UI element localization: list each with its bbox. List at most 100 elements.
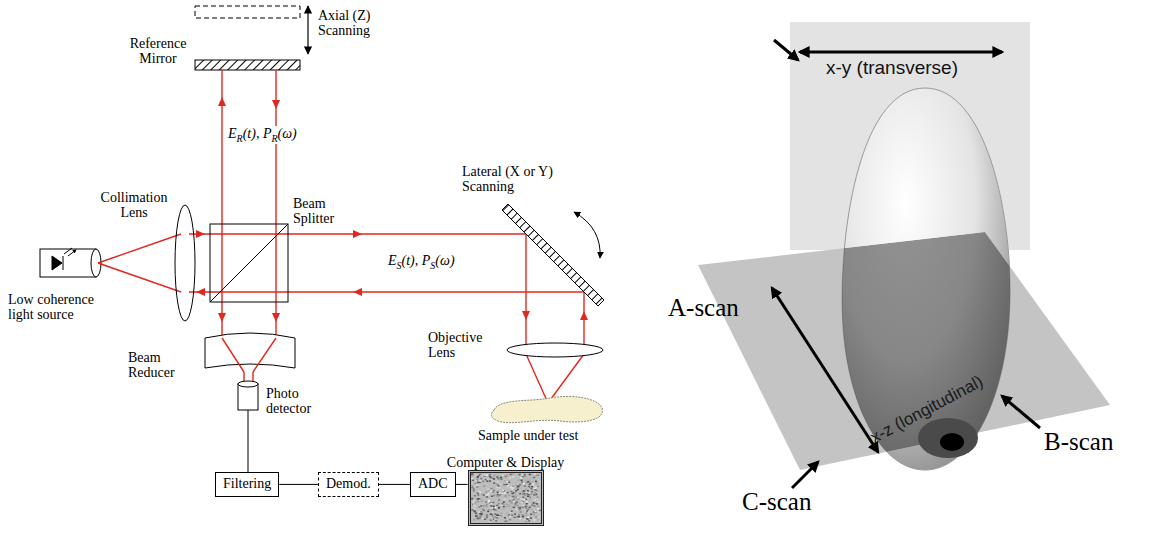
screen-speckle — [509, 519, 511, 521]
screen-speckle — [503, 483, 505, 485]
c-scan-arrow — [792, 462, 818, 488]
screen-speckle — [506, 485, 508, 487]
screen-speckle — [489, 514, 491, 516]
screen-speckle — [502, 506, 504, 508]
screen-speckle — [488, 501, 490, 503]
screen-speckle — [483, 475, 485, 477]
screen-speckle — [493, 482, 495, 484]
screen-speckle — [499, 494, 501, 496]
screen-speckle — [527, 517, 529, 519]
screen-speckle — [538, 511, 540, 512]
screen-speckle — [501, 509, 503, 511]
screen-speckle — [479, 505, 481, 507]
signal-text: E — [228, 126, 237, 141]
subscript: S — [397, 260, 402, 271]
screen-speckle — [525, 491, 527, 493]
screen-speckle — [521, 474, 523, 476]
beam-arrowheads-part — [218, 97, 226, 106]
screen-speckle — [524, 494, 526, 496]
screen-speckle — [485, 501, 487, 503]
screen-speckle — [511, 487, 513, 489]
screen-speckle — [503, 521, 505, 523]
screen-speckle — [500, 477, 502, 479]
screen-speckle — [492, 514, 494, 516]
screen-speckle — [509, 486, 511, 488]
signal-text: E — [388, 253, 397, 268]
part-label: Photo detector — [266, 386, 330, 417]
screen-speckle — [513, 499, 515, 501]
screen-speckle — [518, 507, 520, 509]
screen-speckle — [490, 496, 492, 498]
screen-speckle — [513, 492, 515, 494]
light-beams-part — [525, 234, 526, 346]
screen-speckle — [515, 477, 517, 479]
part-label: C-scan — [742, 488, 811, 516]
screen-speckle — [527, 497, 529, 499]
oct-optics — [40, 6, 604, 472]
screen-speckle — [485, 494, 487, 496]
screen-speckle — [533, 513, 535, 515]
screen-speckle — [522, 493, 524, 495]
screen-speckle — [513, 501, 515, 503]
screen-speckle — [537, 519, 539, 521]
screen-speckle — [533, 488, 535, 490]
screen-speckle — [527, 481, 529, 483]
screen-speckle — [518, 498, 520, 500]
screen-speckle — [490, 487, 492, 489]
light-source — [40, 249, 96, 277]
screen-speckle — [486, 474, 488, 476]
box-label: Demod. — [326, 476, 371, 493]
screen-speckle — [484, 479, 486, 481]
screen-speckle — [475, 480, 477, 482]
screen-speckle — [483, 496, 485, 498]
screen-speckle — [485, 492, 487, 494]
scan-arrow — [574, 212, 600, 258]
beam-arrowheads — [196, 97, 588, 322]
screen-speckle — [503, 484, 505, 486]
screen-speckle — [491, 511, 493, 513]
screen-speckle — [485, 506, 487, 508]
light-beams-part — [189, 291, 584, 292]
screen-speckle — [519, 518, 521, 520]
signal-wire — [279, 484, 318, 485]
screen-speckle — [526, 481, 528, 483]
screen-speckle — [492, 478, 494, 480]
screen-speckle — [477, 494, 479, 496]
screen-speckle — [492, 506, 494, 508]
screen-speckle — [525, 501, 527, 503]
screen-speckle — [476, 493, 478, 495]
screen-speckle — [492, 495, 494, 497]
screen-speckle — [524, 487, 526, 489]
reduced-beams-part — [253, 338, 276, 372]
screen-speckle — [490, 503, 492, 505]
screen-speckle — [507, 493, 509, 495]
screen-speckle — [503, 492, 505, 494]
light-beams-part — [221, 70, 222, 338]
screen-speckle — [511, 496, 513, 498]
screen-speckle — [496, 492, 498, 494]
screen-speckle — [491, 519, 493, 521]
iris — [918, 418, 978, 458]
screen-speckle — [526, 518, 528, 520]
screen-speckle — [519, 511, 521, 513]
beam-splitter-diagonal — [210, 224, 288, 302]
screen-speckle — [537, 482, 539, 484]
screen-speckle — [528, 474, 530, 476]
screen-speckle — [514, 503, 516, 505]
screen-speckle — [512, 507, 514, 509]
process-box: ADC — [410, 472, 456, 497]
screen-speckle — [533, 485, 535, 487]
process-box: Filtering — [215, 472, 279, 497]
box-heading: Computer & Display — [447, 455, 564, 470]
signal-text: (ω) — [278, 126, 297, 141]
screen-speckle — [515, 502, 517, 504]
screen-speckle — [503, 480, 505, 482]
screen-speckle — [480, 475, 482, 477]
screen-speckle — [530, 514, 532, 516]
screen-speckle — [479, 516, 481, 518]
screen-speckle — [475, 484, 477, 486]
screen-speckle — [496, 481, 498, 483]
part-label: A-scan — [668, 294, 739, 322]
screen-speckle — [477, 485, 479, 487]
